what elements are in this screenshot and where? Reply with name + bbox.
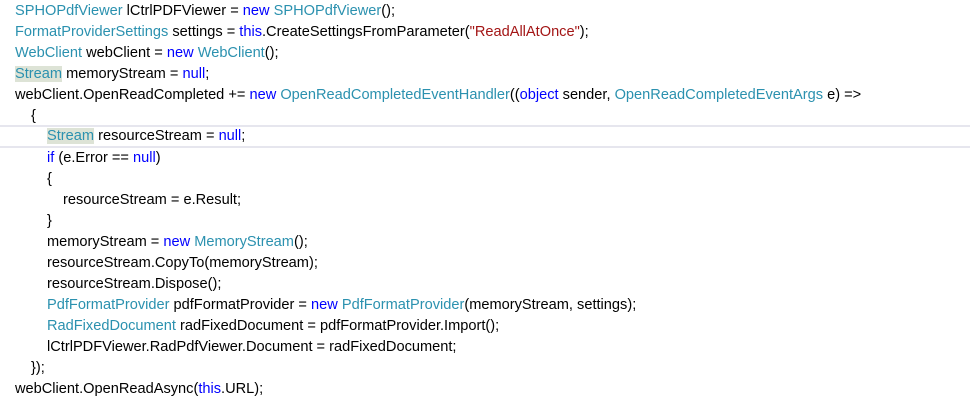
- code-token: ();: [381, 3, 395, 19]
- type-token: FormatProviderSettings: [15, 24, 169, 40]
- type-token: RadFixedDocument: [47, 318, 176, 334]
- code-token: sender,: [558, 87, 615, 103]
- code-token: memoryStream =: [47, 234, 164, 250]
- type-token: WebClient: [197, 45, 265, 61]
- code-line[interactable]: lCtrlPDFViewer.RadPdfViewer.Document = r…: [0, 337, 970, 358]
- code-token: (memoryStream, settings);: [464, 297, 637, 313]
- keyword-token: if: [47, 150, 55, 166]
- code-token: ();: [264, 45, 279, 61]
- code-token: {: [47, 171, 52, 187]
- code-token: ): [155, 150, 161, 166]
- string-token: "ReadAllAtOnce": [469, 24, 580, 40]
- code-token: ();: [293, 234, 308, 250]
- type-token: PdfFormatProvider: [341, 297, 465, 313]
- code-line[interactable]: resourceStream = e.Result;: [0, 190, 970, 211]
- code-line[interactable]: Stream memoryStream = null;: [0, 64, 970, 85]
- code-token: }: [47, 213, 52, 229]
- code-line[interactable]: memoryStream = new MemoryStream();: [0, 232, 970, 253]
- code-token: resourceStream = e.Result;: [63, 192, 242, 208]
- code-token: });: [31, 360, 45, 376]
- code-token: (e.Error ==: [54, 150, 133, 166]
- code-line[interactable]: resourceStream.CopyTo(memoryStream);: [0, 253, 970, 274]
- keyword-token: new: [311, 297, 338, 313]
- code-token: webClient.OpenReadCompleted +=: [15, 87, 250, 103]
- code-token: ((: [509, 87, 520, 103]
- code-token: .URL);: [221, 381, 264, 397]
- code-line[interactable]: webClient.OpenReadCompleted += new OpenR…: [0, 85, 970, 106]
- code-line[interactable]: RadFixedDocument radFixedDocument = pdfF…: [0, 316, 970, 337]
- type-token: Stream: [15, 66, 63, 82]
- code-line[interactable]: SPHOPdfViewer lCtrlPDFViewer = new SPHOP…: [0, 1, 970, 22]
- code-token: e) =>: [823, 87, 862, 103]
- keyword-token: object: [519, 87, 559, 103]
- keyword-token: this: [239, 24, 262, 40]
- code-token: {: [31, 108, 36, 124]
- keyword-token: null: [218, 128, 242, 144]
- keyword-token: null: [132, 150, 156, 166]
- code-line[interactable]: {: [0, 169, 970, 190]
- code-line[interactable]: });: [0, 358, 970, 379]
- type-token: MemoryStream: [194, 234, 294, 250]
- code-token: webClient =: [82, 45, 167, 61]
- code-line[interactable]: if (e.Error == null): [0, 148, 970, 169]
- type-token: SPHOPdfViewer: [273, 3, 382, 19]
- type-token: OpenReadCompletedEventArgs: [614, 87, 824, 103]
- code-token: .CreateSettingsFromParameter(: [262, 24, 470, 40]
- keyword-token: null: [182, 66, 206, 82]
- code-token: pdfFormatProvider =: [169, 297, 312, 313]
- code-line[interactable]: {: [0, 106, 970, 127]
- code-line[interactable]: WebClient webClient = new WebClient();: [0, 43, 970, 64]
- keyword-token: new: [166, 45, 194, 61]
- code-token: webClient.OpenReadAsync(: [15, 381, 199, 397]
- code-token: lCtrlPDFViewer.RadPdfViewer.Document = r…: [47, 339, 457, 355]
- code-token: resourceStream.Dispose();: [47, 276, 222, 292]
- keyword-token: this: [198, 381, 222, 397]
- code-token: resourceStream.CopyTo(memoryStream);: [47, 255, 318, 271]
- code-line[interactable]: }: [0, 211, 970, 232]
- code-token: );: [579, 24, 589, 40]
- code-line[interactable]: resourceStream.Dispose();: [0, 274, 970, 295]
- keyword-token: new: [242, 3, 270, 19]
- type-token: OpenReadCompletedEventHandler: [280, 87, 510, 103]
- code-token: ;: [241, 128, 246, 144]
- code-token: resourceStream =: [94, 128, 219, 144]
- type-token: WebClient: [15, 45, 83, 61]
- code-token: ;: [205, 66, 210, 82]
- code-token: memoryStream =: [62, 66, 183, 82]
- type-token: Stream: [47, 128, 95, 144]
- keyword-token: new: [249, 87, 277, 103]
- type-token: SPHOPdfViewer: [15, 3, 123, 19]
- code-line[interactable]: Stream resourceStream = null;: [0, 125, 970, 148]
- code-line[interactable]: FormatProviderSettings settings = this.C…: [0, 22, 970, 43]
- code-line[interactable]: PdfFormatProvider pdfFormatProvider = ne…: [0, 295, 970, 316]
- type-token: PdfFormatProvider: [47, 297, 170, 313]
- code-line[interactable]: webClient.OpenReadAsync(this.URL);: [0, 379, 970, 400]
- code-token: settings =: [168, 24, 240, 40]
- keyword-token: new: [163, 234, 191, 250]
- code-token: radFixedDocument = pdfFormatProvider.Imp…: [175, 318, 500, 334]
- code-token: lCtrlPDFViewer =: [122, 3, 243, 19]
